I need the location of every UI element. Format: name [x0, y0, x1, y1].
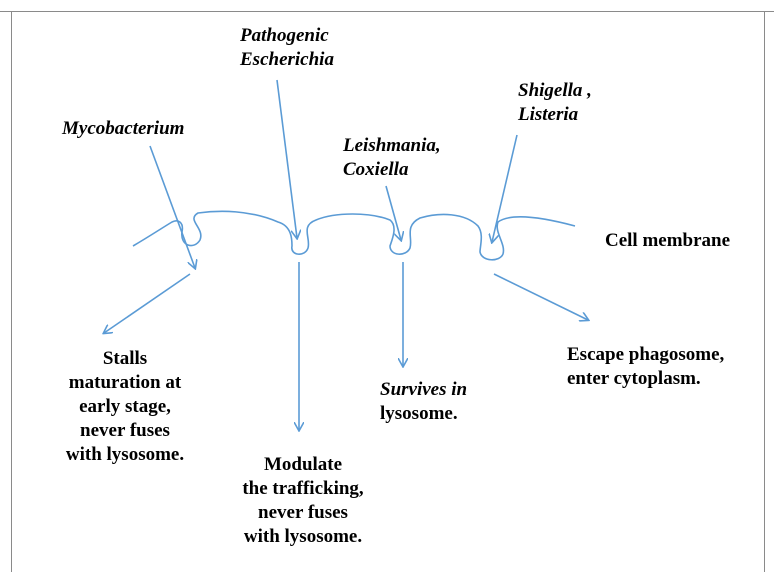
- label-line: Cell membrane: [605, 229, 730, 253]
- outcome-line: never fuses: [50, 419, 200, 443]
- outcome-line: maturation at: [50, 371, 200, 395]
- label-line: Leishmania,: [343, 134, 441, 158]
- cell-membrane-line: [133, 211, 575, 259]
- label-mycobacterium: Mycobacterium: [62, 117, 184, 141]
- arrow-shigella-to-membrane: [492, 135, 517, 242]
- outcome-escherichia: Modulate the trafficking, never fuses wi…: [228, 453, 378, 549]
- outcome-line: Modulate: [228, 453, 378, 477]
- outcome-line: lysosome.: [380, 402, 467, 426]
- arrow-mycobacterium-to-membrane: [150, 146, 195, 268]
- label-line: Listeria: [518, 103, 592, 127]
- outcome-line: Survives in: [380, 378, 467, 402]
- label-line: Pathogenic: [240, 24, 334, 48]
- outcome-mycobacterium: Stalls maturation at early stage, never …: [50, 347, 200, 467]
- outcome-line: never fuses: [228, 501, 378, 525]
- label-cell-membrane: Cell membrane: [605, 229, 730, 253]
- label-line: Shigella ,: [518, 79, 592, 103]
- arrow-to-outcome-shigella: [494, 274, 588, 320]
- outcome-line: early stage,: [50, 395, 200, 419]
- outcome-line: the trafficking,: [228, 477, 378, 501]
- arrow-escherichia-to-membrane: [277, 80, 297, 238]
- outcome-line: with lysosome.: [50, 443, 200, 467]
- label-leishmania-coxiella: Leishmania, Coxiella: [343, 134, 441, 182]
- label-pathogenic-escherichia: Pathogenic Escherichia: [240, 24, 334, 72]
- outcome-line: enter cytoplasm.: [567, 367, 724, 391]
- label-line: Coxiella: [343, 158, 441, 182]
- label-shigella-listeria: Shigella , Listeria: [518, 79, 592, 127]
- outcome-line: Escape phagosome,: [567, 343, 724, 367]
- outcome-line: with lysosome.: [228, 525, 378, 549]
- label-line: Escherichia: [240, 48, 334, 72]
- outcome-leishmania: Survives in lysosome.: [380, 378, 467, 426]
- outcome-line: Stalls: [50, 347, 200, 371]
- label-line: Mycobacterium: [62, 117, 184, 141]
- outcome-shigella: Escape phagosome, enter cytoplasm.: [567, 343, 724, 391]
- arrow-to-outcome-mycobacterium: [104, 274, 190, 333]
